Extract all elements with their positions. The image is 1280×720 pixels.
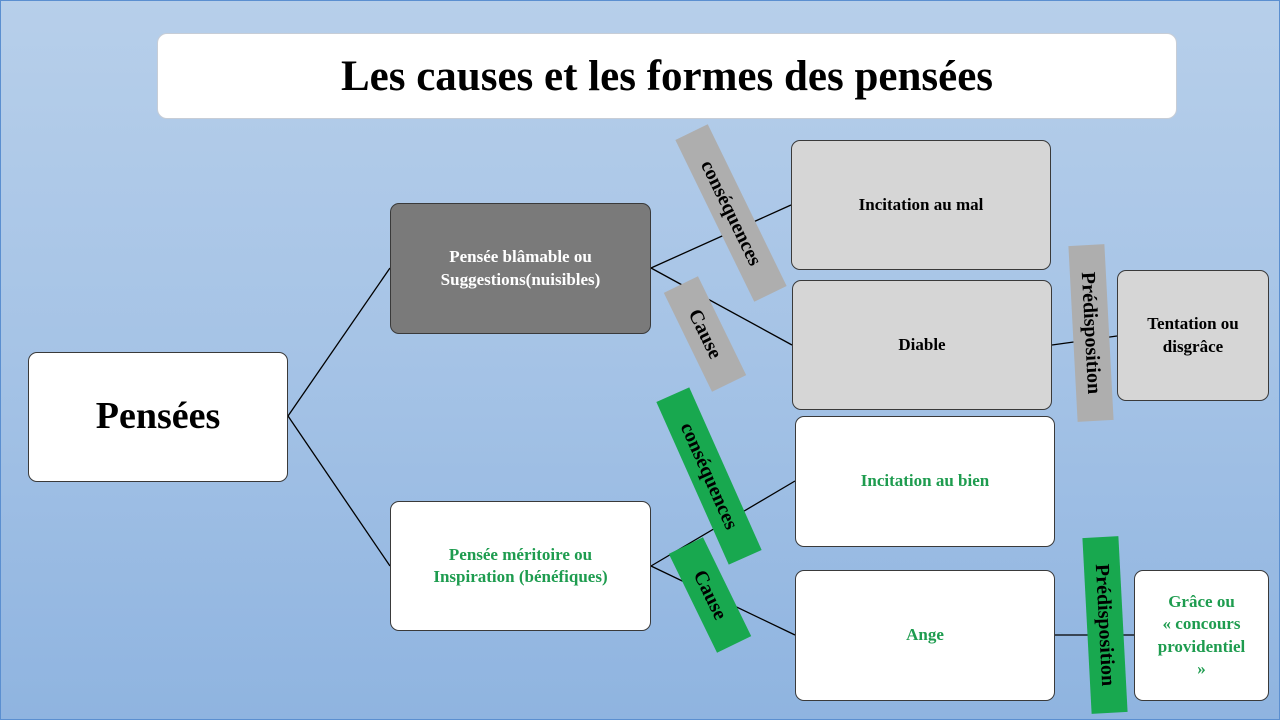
node-pensee-meritoire: Pensée méritoire ou Inspiration (bénéfiq… — [390, 501, 651, 631]
node-pensee-meritoire-line1: Pensée méritoire ou — [448, 544, 593, 564]
node-pensee-blamable: Pensée blâmable ou Suggestions(nuisibles… — [390, 203, 651, 334]
node-incitation-bien: Incitation au bien — [795, 416, 1055, 547]
node-pensee-blamable-line2: Suggestions(nuisibles) — [440, 269, 601, 289]
connector-blamable-mal — [650, 204, 792, 269]
connector-root-blamable — [287, 267, 391, 417]
connector-root-meritoire — [287, 415, 391, 567]
node-grace-line4: » — [1197, 658, 1206, 678]
node-grace-line2: « concours — [1162, 614, 1241, 634]
node-incitation-mal: Incitation au mal — [791, 140, 1051, 270]
node-tentation-line1: Tentation ou — [1147, 314, 1239, 334]
node-diable: Diable — [792, 280, 1052, 410]
node-pensees: Pensées — [28, 352, 288, 482]
node-pensee-blamable-line1: Pensée blâmable ou — [449, 247, 592, 267]
node-grace-line3: providentiel — [1157, 636, 1246, 656]
node-tentation: Tentation ou disgrâce — [1117, 270, 1269, 401]
node-ange: Ange — [795, 570, 1055, 701]
node-pensee-meritoire-line2: Inspiration (bénéfiques) — [433, 567, 608, 586]
page-title: Les causes et les formes des pensées — [157, 33, 1177, 119]
node-tentation-line2: disgrâce — [1162, 336, 1224, 356]
node-grace: Grâce ou « concours providentiel » — [1134, 570, 1269, 701]
connector-blamable-diable — [650, 267, 793, 346]
node-grace-line1: Grâce ou — [1168, 592, 1235, 612]
